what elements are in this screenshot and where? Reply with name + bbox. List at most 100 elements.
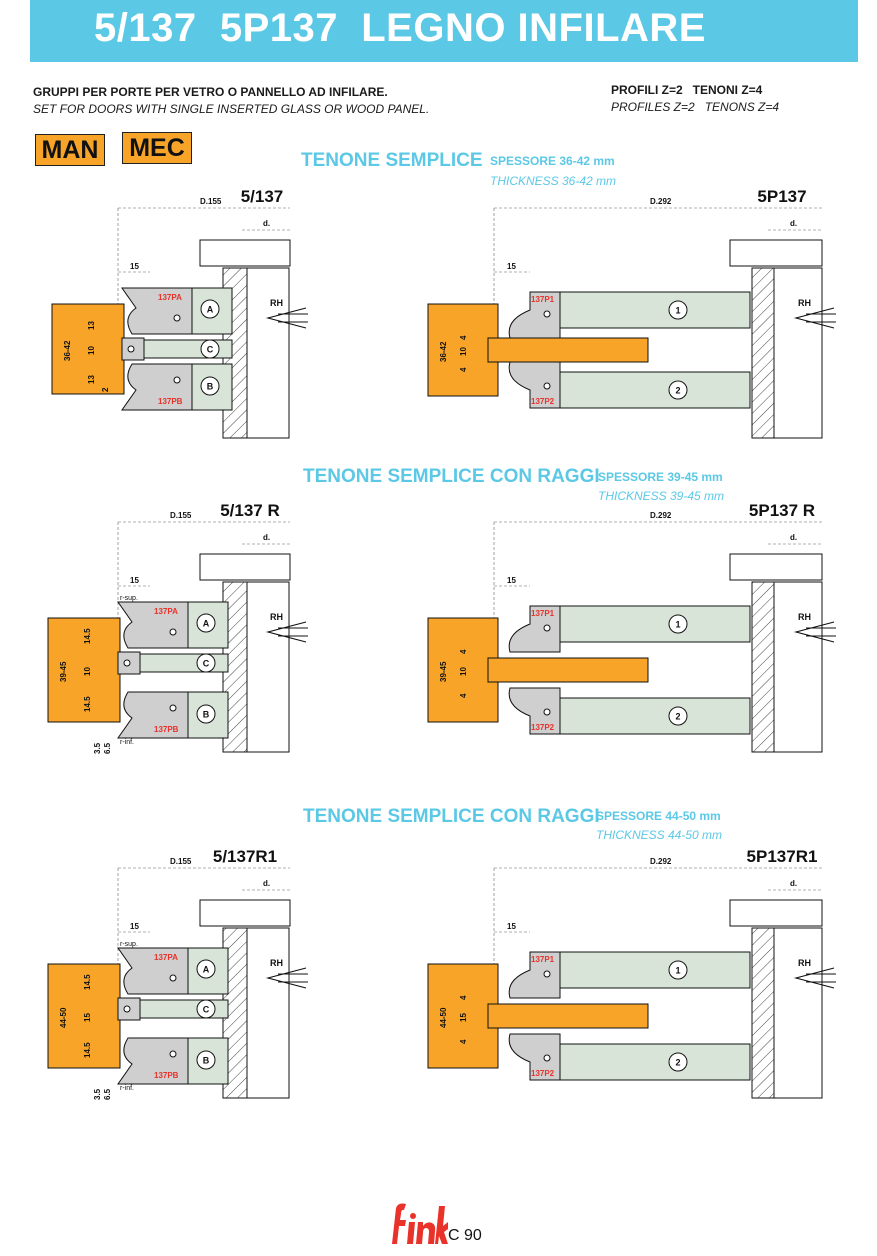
position-marker-label: 1: [675, 620, 680, 630]
title-banner: 5/137 5P137 LEGNO INFILARE: [30, 0, 858, 62]
spacer: [559, 951, 751, 989]
diagram-code: 5P137 R: [749, 501, 815, 520]
screw: [169, 704, 177, 712]
tenon: [487, 657, 649, 683]
radius-inf-label: r-inf.: [120, 1085, 134, 1092]
rh-arrow: [793, 967, 836, 989]
diagram-code: 5/137R1: [213, 847, 277, 866]
rh-arrow: [793, 621, 836, 643]
position-marker-label: 2: [675, 386, 680, 396]
radius-inf-label: r-inf.: [120, 739, 134, 746]
height-label: 44-50: [59, 1007, 68, 1028]
spindle-nut: [729, 553, 823, 581]
height-label: 39-45: [439, 661, 448, 682]
spindle-nut: [199, 239, 291, 267]
offset-label: 15: [130, 576, 139, 585]
thickness-dim: 4: [459, 693, 468, 698]
position-marker-label: A: [207, 305, 214, 315]
cutter-code: 137PA: [154, 607, 178, 616]
spindle-body: [773, 581, 823, 753]
rh-arrow: [265, 307, 308, 329]
position-marker-label: C: [203, 659, 210, 669]
position-marker: [668, 300, 688, 320]
cutter-bottom: [508, 1033, 561, 1081]
cutter-code: 137P1: [531, 955, 555, 964]
spindle-nut: [729, 239, 823, 267]
d-label: d.: [790, 219, 797, 228]
diameter-label: D.155: [170, 857, 192, 866]
d-label: d.: [263, 879, 270, 888]
spindle-hatched: [751, 927, 775, 1099]
workpiece: [427, 303, 499, 397]
spacer: [559, 291, 751, 329]
cutter-code: 137P1: [531, 295, 555, 304]
spindle-body: [246, 581, 290, 753]
cutter-top: [117, 947, 189, 995]
diagram-code: 5/137 R: [220, 501, 280, 520]
thickness-dim: 10: [459, 667, 468, 676]
page-title: 5/137 5P137 LEGNO INFILARE: [94, 6, 706, 50]
position-marker: [196, 1050, 216, 1070]
cutter-code: 137PA: [158, 293, 182, 302]
thickness-dim: 4: [459, 649, 468, 654]
height-label: 36-42: [439, 341, 448, 362]
position-marker: [196, 653, 216, 673]
extra-dim: 3.5: [93, 1088, 102, 1100]
workpiece: [427, 963, 499, 1069]
diameter-label: D.155: [200, 197, 222, 206]
position-marker: [196, 959, 216, 979]
page-number: C 90: [448, 1227, 482, 1244]
screw: [173, 376, 181, 384]
fink-logo: [392, 1203, 448, 1244]
screw: [543, 970, 551, 978]
spindle-body: [773, 267, 823, 439]
diameter-label: D.155: [170, 511, 192, 520]
section-1-drawings: 5/137D.155d.1536-421310132137PA137PBACBR…: [51, 187, 836, 439]
d-label: d.: [263, 533, 270, 542]
position-marker: [200, 339, 220, 359]
thickness-dim: 4: [459, 1039, 468, 1044]
offset-label: 15: [507, 262, 516, 271]
screw: [173, 314, 181, 322]
section-3-thickness-en: THICKNESS 44-50 mm: [596, 828, 723, 842]
position-marker-label: A: [203, 965, 210, 975]
section-1-thickness-en: THICKNESS 36-42 mm: [490, 174, 617, 188]
section-2-title: TENONE SEMPLICE CON RAGGI: [303, 466, 600, 487]
thickness-dim: 10: [459, 347, 468, 356]
screw: [543, 708, 551, 716]
extra-dim: 6.5: [103, 1088, 112, 1100]
thickness-dim: 15: [83, 1013, 92, 1022]
position-marker: [200, 299, 220, 319]
position-marker-label: B: [203, 710, 210, 720]
rh-arrow: [793, 307, 836, 329]
screw: [127, 345, 135, 353]
thickness-dim: 14.5: [83, 696, 92, 712]
spindle-body: [246, 927, 290, 1099]
tenon: [487, 1003, 649, 1029]
rh-arrow: [265, 967, 308, 989]
tenon: [487, 337, 649, 363]
cutter-code: 137P1: [531, 609, 555, 618]
cutter-code: 137P2: [531, 1069, 555, 1078]
spindle-nut: [729, 899, 823, 927]
d-label: d.: [790, 879, 797, 888]
offset-label: 15: [130, 922, 139, 931]
position-marker-label: A: [203, 619, 210, 629]
diameter-label: D.292: [650, 511, 672, 520]
position-marker-label: B: [207, 382, 214, 392]
rh-label: RH: [270, 958, 283, 968]
offset-label: 15: [507, 922, 516, 931]
position-marker-label: 2: [675, 1058, 680, 1068]
thickness-dim: 14.5: [83, 1042, 92, 1058]
rh-label: RH: [798, 958, 811, 968]
spindle-nut: [199, 899, 291, 927]
workpiece: [51, 303, 125, 395]
screw: [543, 1054, 551, 1062]
cutter-top: [121, 287, 193, 335]
thickness-dim: 10: [87, 346, 96, 355]
cutter-code: 137PB: [158, 397, 183, 406]
section-3-drawings: 5/137R1D.155d.1544-5014.51514.5137PA137P…: [47, 847, 836, 1100]
workpiece: [47, 617, 121, 723]
section-3-thickness-it: SPESSORE 44-50 mm: [596, 809, 721, 823]
